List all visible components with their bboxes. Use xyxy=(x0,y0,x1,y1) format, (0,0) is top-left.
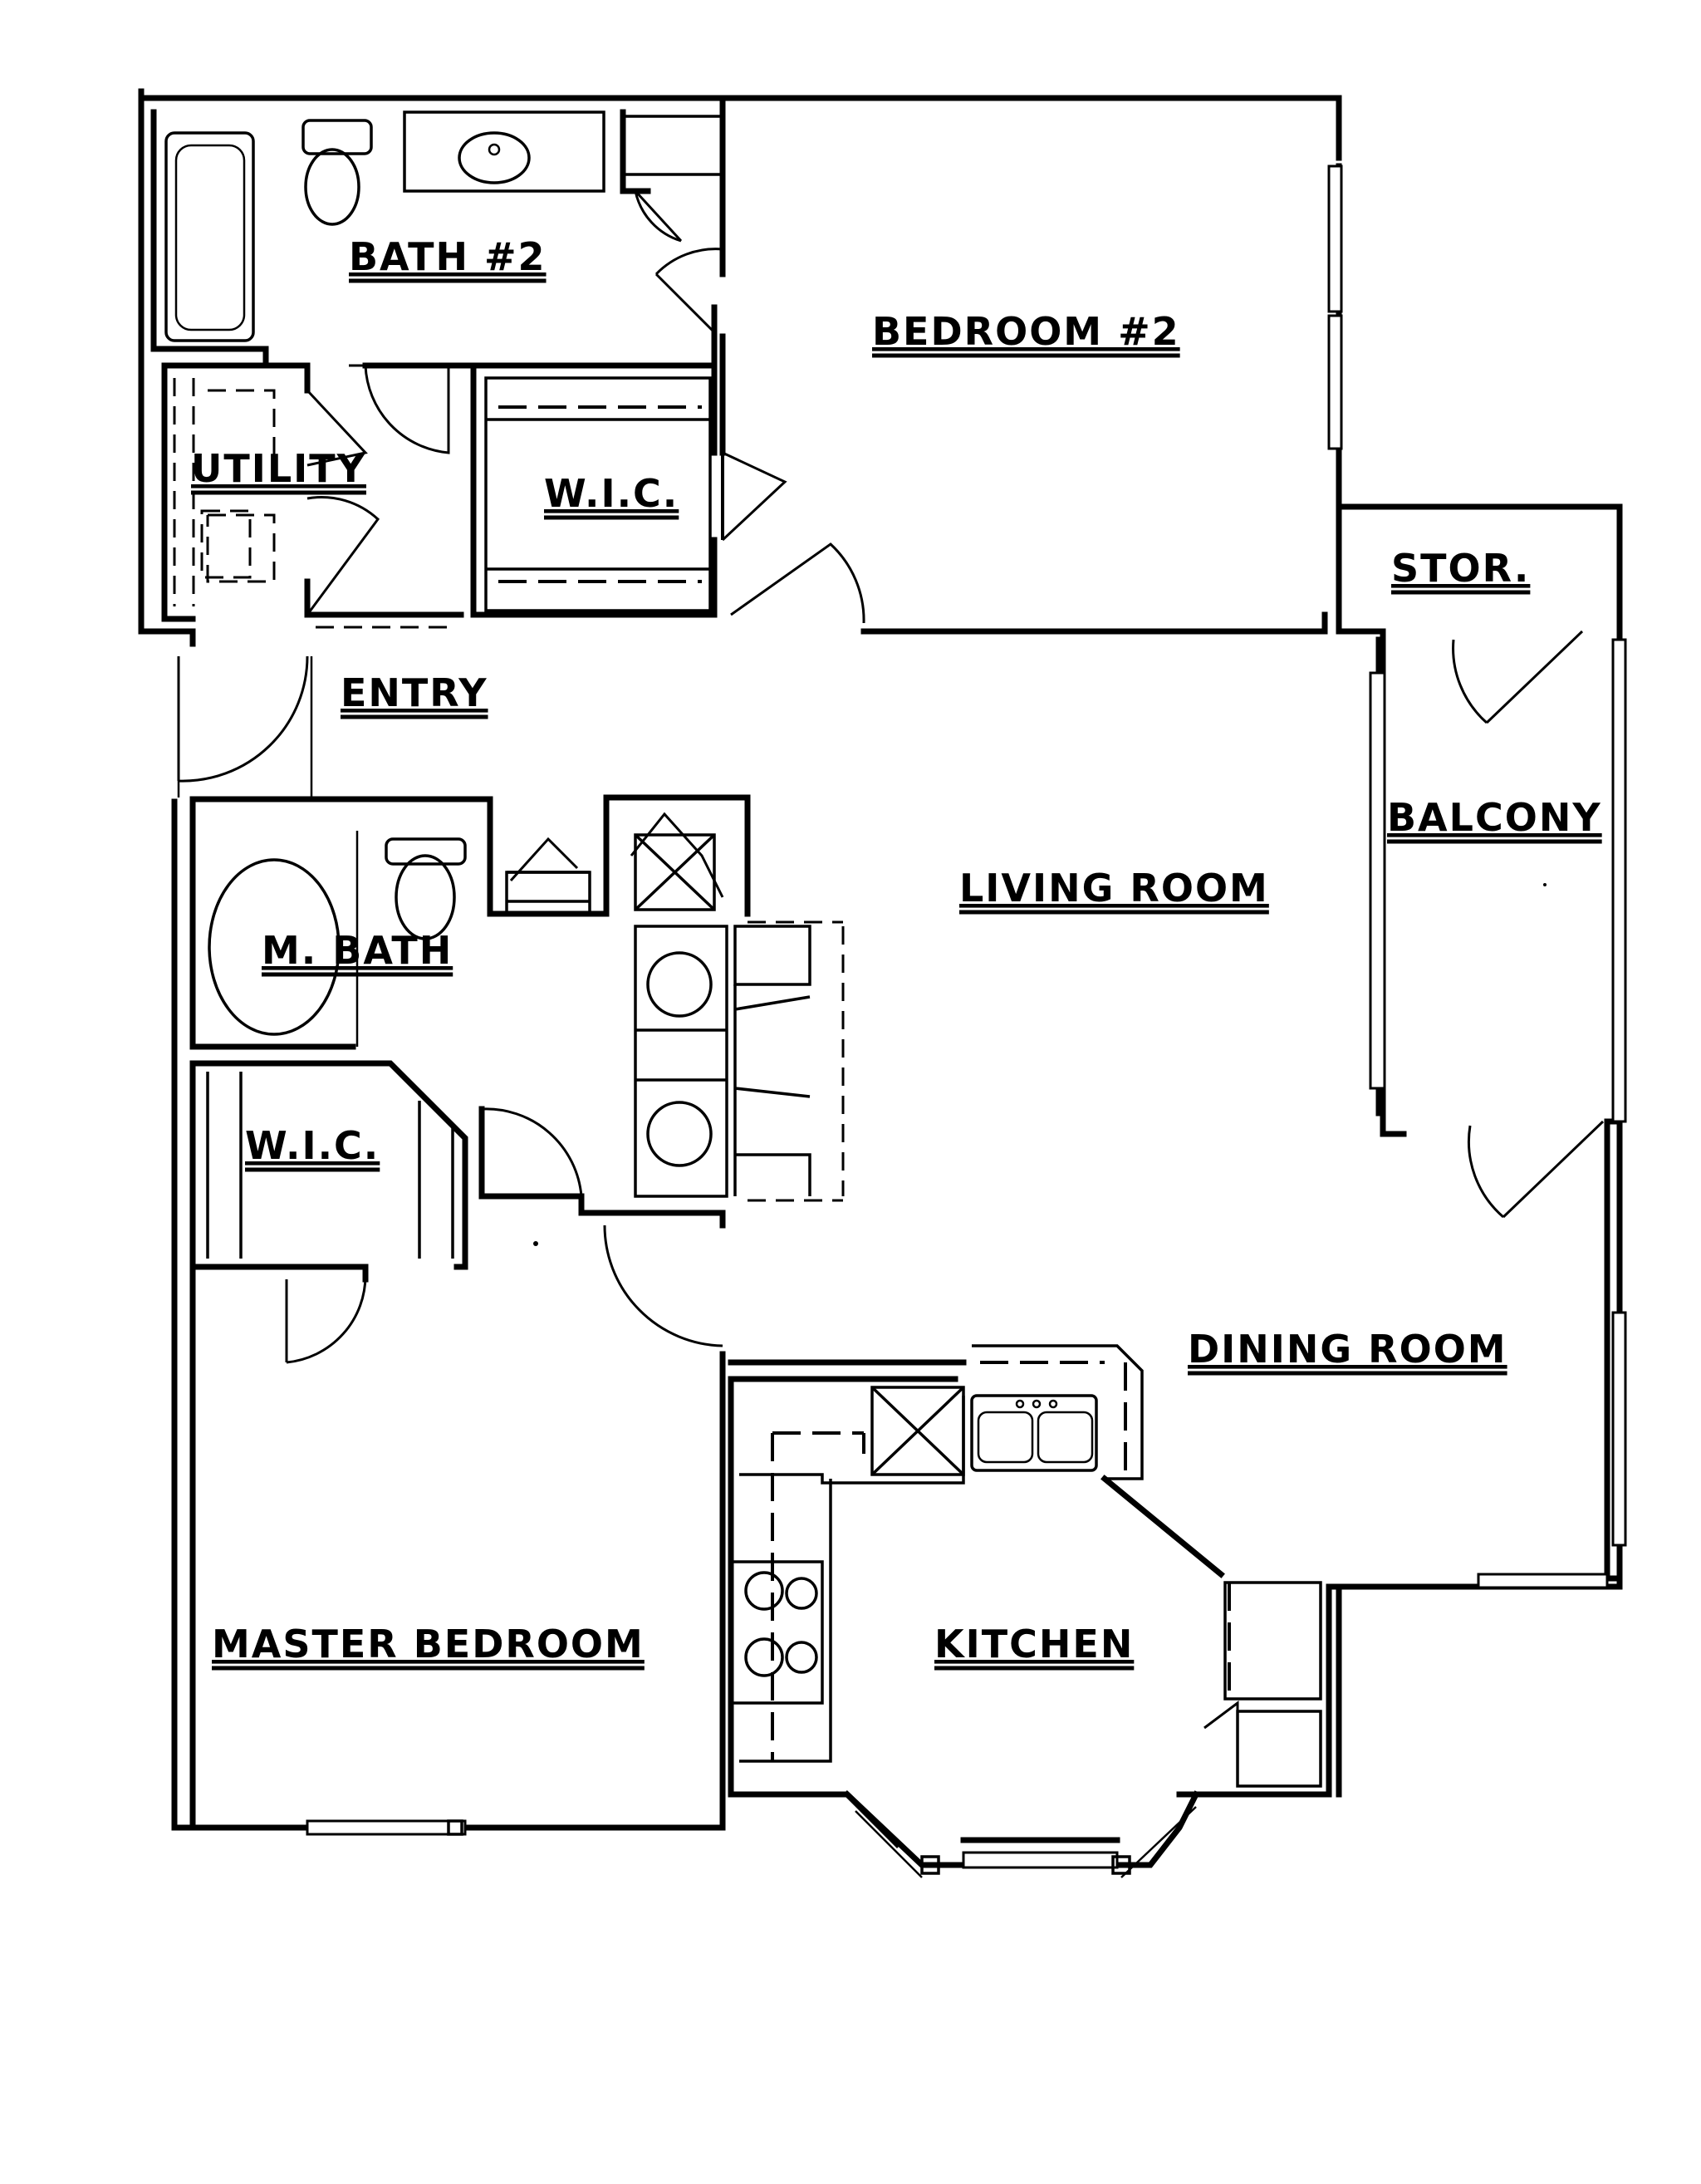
window xyxy=(1327,314,1343,450)
master-wic-fixtures xyxy=(206,1070,454,1259)
door-swing xyxy=(481,1107,583,1197)
door-swing xyxy=(1467,1120,1605,1219)
pantry xyxy=(1236,1710,1322,1788)
toilet-bowl xyxy=(395,854,456,940)
window xyxy=(306,1819,467,1836)
sink-icon xyxy=(458,131,531,184)
label-utility: UTILITY xyxy=(191,446,366,491)
label-bedroom2: BEDROOM #2 xyxy=(872,309,1180,354)
label-wic-lower: W.I.C. xyxy=(245,1123,380,1168)
stray-mark xyxy=(1543,883,1547,886)
vanity xyxy=(403,110,605,193)
closet-shelving xyxy=(484,376,712,612)
label-m-bath: M. BATH xyxy=(262,928,453,973)
oval-tub xyxy=(208,858,341,1036)
door-swing xyxy=(1452,630,1584,724)
door-swing xyxy=(721,451,787,542)
door-swing xyxy=(730,542,865,624)
doors xyxy=(177,248,1605,1745)
range-stove xyxy=(729,1560,824,1705)
kitchen-fixtures xyxy=(729,1344,1322,1878)
double-vanity xyxy=(634,925,728,1198)
door-swing xyxy=(654,248,723,334)
label-dining-room: DINING ROOM xyxy=(1188,1327,1507,1372)
windows xyxy=(177,164,1627,1836)
door-swing xyxy=(306,389,368,467)
bathtub-inner xyxy=(174,144,246,331)
room-labels: BATH #2 BEDROOM #2 UTILITY W.I.C. STOR. … xyxy=(191,234,1602,1671)
sink-icon xyxy=(646,1101,713,1167)
washer xyxy=(200,509,252,579)
label-master-bedroom: MASTER BEDROOM xyxy=(212,1622,645,1666)
dishwasher xyxy=(870,1386,965,1476)
label-living-room: LIVING ROOM xyxy=(959,866,1269,910)
label-bath2: BATH #2 xyxy=(349,234,547,279)
door-swing xyxy=(603,1225,723,1347)
label-wic-upper: W.I.C. xyxy=(544,471,679,516)
master-bath-fixtures xyxy=(208,831,845,1202)
toilet-tank xyxy=(385,837,467,866)
window xyxy=(1477,1573,1609,1589)
window xyxy=(1327,164,1343,313)
bath2-fixtures xyxy=(164,110,724,342)
window xyxy=(962,1851,1119,1869)
label-balcony: BALCONY xyxy=(1387,795,1602,840)
toilet-bowl xyxy=(304,148,360,226)
door-swing xyxy=(285,1274,367,1364)
door-swing xyxy=(306,496,380,616)
label-stor: STOR. xyxy=(1391,546,1530,591)
entry-door xyxy=(177,655,309,783)
window xyxy=(1369,671,1386,1090)
linen-closet xyxy=(621,115,724,176)
label-entry: ENTRY xyxy=(341,670,488,715)
refrigerator xyxy=(1223,1581,1322,1701)
bathtub xyxy=(164,131,255,342)
stray-mark xyxy=(533,1241,538,1246)
window xyxy=(1611,638,1627,1123)
double-sink xyxy=(970,1394,1098,1472)
window xyxy=(1611,1311,1627,1547)
sink-icon xyxy=(646,951,713,1018)
closet-xbox xyxy=(634,833,716,911)
door-swing xyxy=(364,365,450,454)
label-kitchen: KITCHEN xyxy=(934,1622,1134,1666)
toilet-tank xyxy=(301,119,373,155)
